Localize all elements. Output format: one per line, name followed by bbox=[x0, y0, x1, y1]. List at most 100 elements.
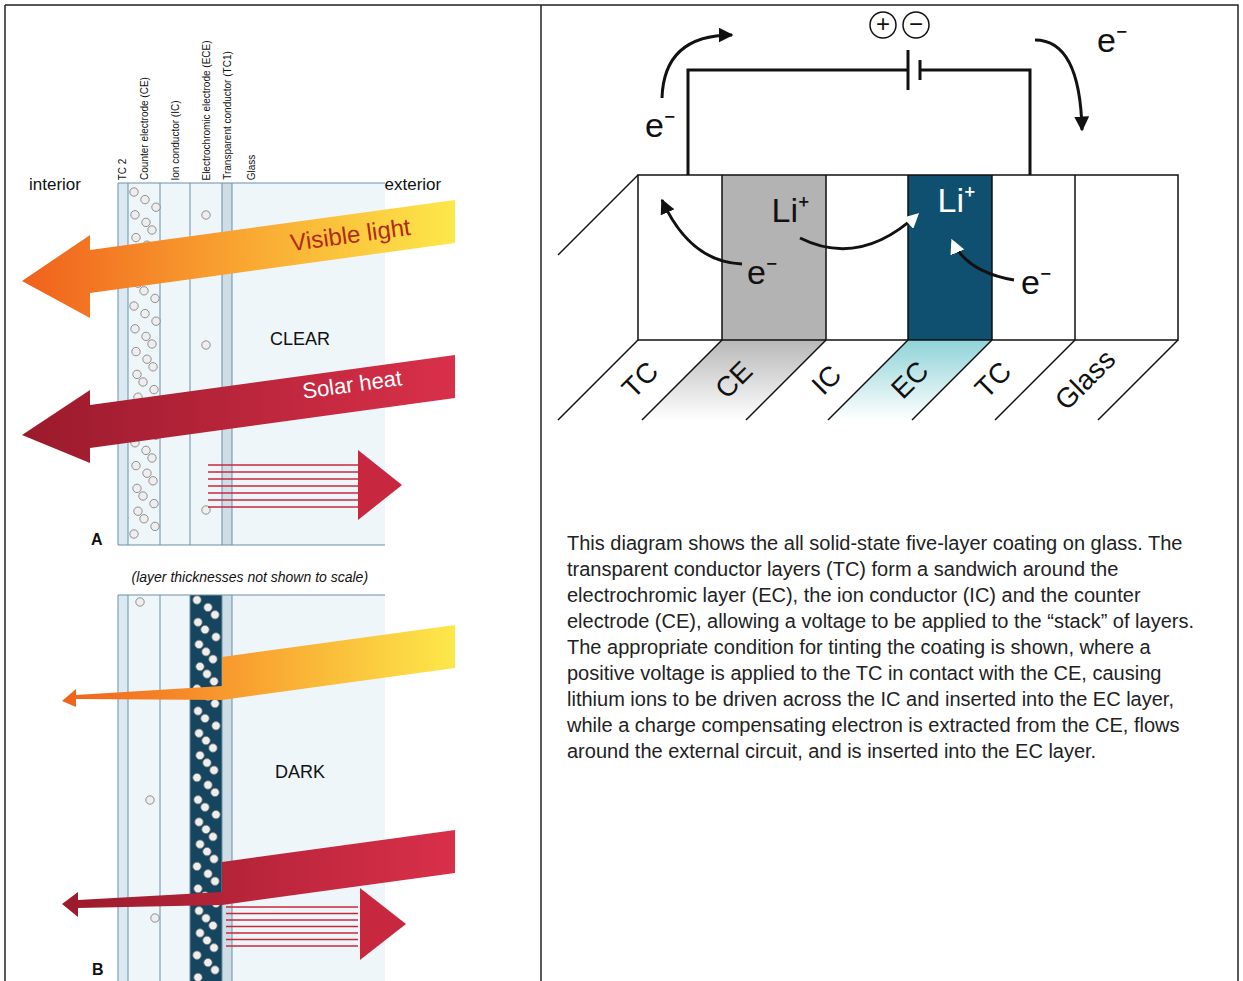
heat-wave bbox=[226, 926, 358, 928]
layer-name: EC bbox=[885, 355, 934, 404]
ion-dot bbox=[149, 477, 157, 485]
ion-dot bbox=[202, 341, 210, 349]
ion-dot bbox=[195, 729, 203, 737]
reflected-heat-b bbox=[226, 888, 406, 960]
ion-dot bbox=[204, 781, 212, 789]
heat-wave bbox=[226, 919, 358, 921]
ion-dot bbox=[195, 818, 203, 826]
ion-dot bbox=[195, 640, 203, 648]
ion-dot bbox=[133, 484, 141, 492]
ion-dot bbox=[209, 744, 217, 752]
ion-dot bbox=[139, 492, 147, 500]
ion-dot bbox=[196, 662, 204, 670]
ion-dot bbox=[211, 966, 219, 974]
heat-wave bbox=[208, 485, 358, 487]
electron-label: e⁻ bbox=[1021, 264, 1051, 301]
ion-dot bbox=[142, 446, 150, 454]
ion-dot bbox=[212, 810, 220, 818]
ion-dot bbox=[194, 884, 202, 892]
ion-dot bbox=[209, 921, 217, 929]
heat-wave bbox=[208, 478, 358, 480]
ion-dot bbox=[211, 877, 219, 885]
scale-note: (layer thicknesses not shown to scale) bbox=[132, 570, 369, 585]
table-border bbox=[5, 5, 1238, 981]
solar-heat-arrow-b bbox=[62, 830, 455, 917]
layer-name: Ion conductor (IC) bbox=[170, 100, 181, 180]
ion-dot bbox=[212, 722, 220, 730]
ion-dot bbox=[141, 195, 149, 203]
ion-dot bbox=[131, 211, 139, 219]
layer-block bbox=[558, 175, 1178, 420]
ion-dot bbox=[134, 507, 142, 515]
electron-label: e⁻ bbox=[747, 254, 777, 291]
ion-dot bbox=[140, 515, 148, 523]
ion-dot bbox=[150, 385, 158, 393]
heat-wave bbox=[208, 506, 358, 508]
ion-dot bbox=[201, 803, 209, 811]
ion-dot bbox=[151, 294, 159, 302]
ion-dot bbox=[202, 825, 210, 833]
ion-dot bbox=[204, 603, 212, 611]
layer-name: Transparent conductor (TC1) bbox=[221, 51, 232, 180]
ion-dot bbox=[195, 907, 203, 915]
ion-dot bbox=[209, 833, 217, 841]
layer-name: TC bbox=[616, 356, 664, 404]
layer-name: Electrochromic electrode (ECE) bbox=[201, 40, 212, 180]
ion-dot bbox=[209, 655, 217, 663]
ion-dot bbox=[151, 914, 159, 922]
ion-label: Li⁺ bbox=[772, 192, 809, 229]
polarity-sign: − bbox=[909, 11, 923, 37]
ion-dot bbox=[152, 203, 160, 211]
layer-name: IC bbox=[806, 359, 848, 401]
ion-dot bbox=[140, 287, 148, 295]
ion-dot bbox=[202, 211, 210, 219]
heat-wave bbox=[208, 471, 358, 473]
ion-dot bbox=[130, 302, 138, 310]
heat-wave bbox=[226, 939, 358, 941]
ion-dot bbox=[150, 499, 158, 507]
heat-wave bbox=[208, 492, 358, 494]
ion-dot bbox=[194, 973, 202, 981]
ion-dot bbox=[132, 461, 140, 469]
ion-dot bbox=[196, 929, 204, 937]
ion-dot bbox=[196, 840, 204, 848]
heat-wave bbox=[226, 932, 358, 934]
ion-dot bbox=[148, 226, 156, 234]
panel-letter: A bbox=[91, 531, 103, 549]
layer-name: TC bbox=[969, 356, 1017, 404]
polarity-sign: + bbox=[876, 11, 890, 37]
solar-heat-arrow-a bbox=[22, 355, 455, 463]
ion-dot bbox=[210, 944, 218, 952]
ion-dot bbox=[194, 618, 202, 626]
ion-dot bbox=[142, 218, 150, 226]
ion-dot bbox=[210, 677, 218, 685]
ion-dot bbox=[211, 788, 219, 796]
heat-label: Solar heat bbox=[301, 366, 404, 404]
ion-dot bbox=[196, 751, 204, 759]
ion-dot bbox=[193, 862, 201, 870]
ion-dot bbox=[143, 355, 151, 363]
ion-dot bbox=[139, 378, 147, 386]
ion-dot bbox=[212, 633, 220, 641]
reflected-heat-a bbox=[208, 450, 402, 520]
heat-wave bbox=[226, 906, 358, 908]
ion-dot bbox=[211, 699, 219, 707]
side-label: interior bbox=[29, 176, 81, 195]
layer-name: Glass bbox=[1050, 344, 1122, 416]
heat-wave bbox=[226, 913, 358, 915]
side-label: exterior bbox=[385, 176, 442, 195]
ion-dot bbox=[203, 759, 211, 767]
state-label: DARK bbox=[275, 763, 325, 783]
ion-dot bbox=[193, 773, 201, 781]
ion-dot bbox=[143, 469, 151, 477]
ion-dot bbox=[151, 522, 159, 530]
ion-dot bbox=[211, 611, 219, 619]
ion-dot bbox=[203, 670, 211, 678]
ion-dot bbox=[132, 347, 140, 355]
ion-dot bbox=[132, 233, 140, 241]
panel-letter: B bbox=[92, 961, 104, 979]
ion-dot bbox=[204, 958, 212, 966]
ion-dot bbox=[204, 870, 212, 878]
